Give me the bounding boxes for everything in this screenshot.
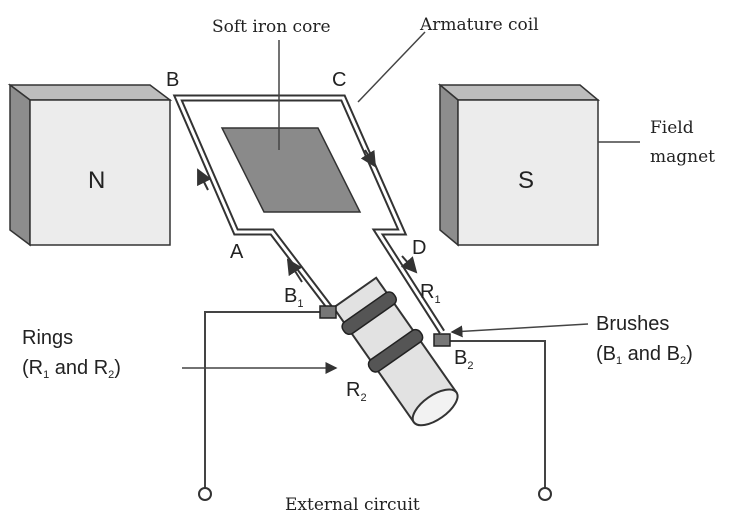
south-label: S <box>518 167 534 194</box>
left-terminal <box>198 487 212 501</box>
armature-coil-label: Armature coil <box>419 15 539 35</box>
external-circuit-label: External circuit <box>285 495 420 515</box>
right-terminal <box>538 487 552 501</box>
brushes-sublabel: (B1 and B2) <box>596 343 693 367</box>
north-magnet: N <box>7 83 173 247</box>
armature-coil <box>172 94 445 334</box>
leader-lines <box>182 31 640 374</box>
brushes-label: Brushes <box>596 313 669 335</box>
ring-r2 <box>367 328 424 373</box>
r2-label: R2 <box>346 379 367 404</box>
b2-label: B2 <box>454 347 473 372</box>
soft-iron-core <box>220 127 362 213</box>
brush-b2 <box>433 333 451 347</box>
ring-r1 <box>341 291 397 336</box>
rings-label: Rings <box>22 327 73 349</box>
corner-b-label: B <box>166 69 179 91</box>
corner-a-label: A <box>230 241 244 263</box>
south-magnet: S <box>437 83 601 247</box>
brush-b1 <box>319 305 337 319</box>
corner-c-label: C <box>332 69 346 91</box>
field-magnet-label-1: Field <box>650 118 694 138</box>
slip-ring-assembly <box>332 276 459 427</box>
r1-label: R1 <box>420 281 441 306</box>
rings-sublabel: (R1 and R2) <box>22 357 121 381</box>
b1-label: B1 <box>284 285 303 310</box>
field-magnet-label-2: magnet <box>650 147 715 167</box>
external-circuit-wires <box>198 311 552 501</box>
current-direction-arrows <box>197 149 418 283</box>
soft-iron-core-label: Soft iron core <box>212 17 331 37</box>
corner-d-label: D <box>412 237 426 259</box>
north-label: N <box>88 167 105 194</box>
